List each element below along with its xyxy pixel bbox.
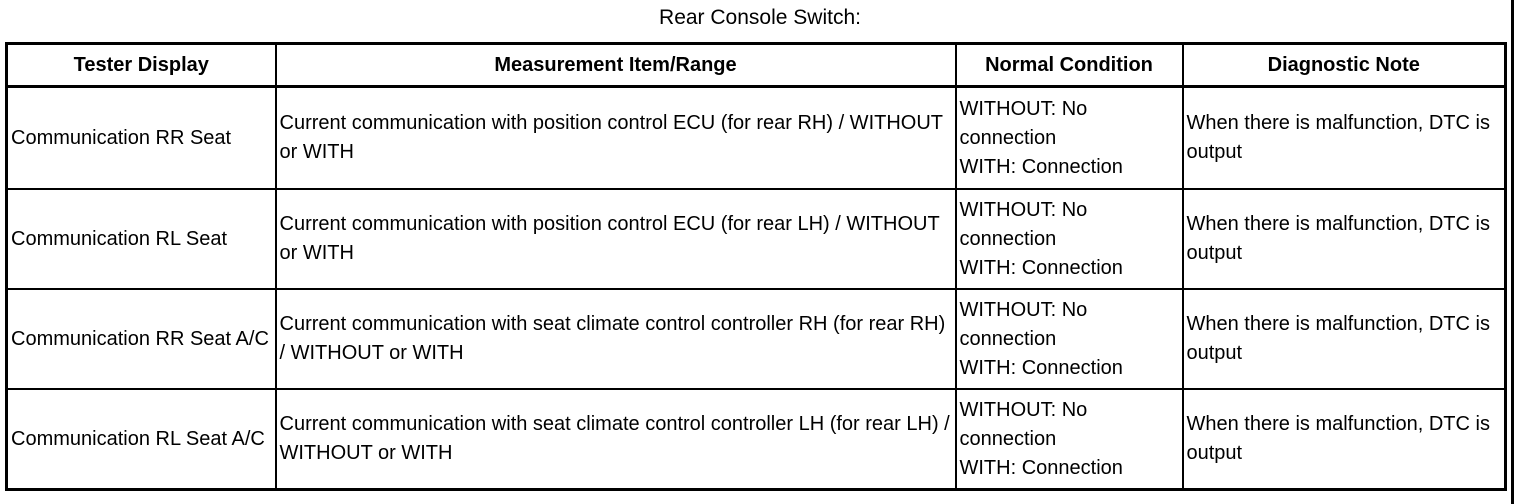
table-row: Communication RR Seat A/C Current commun… bbox=[5, 288, 1507, 390]
cell-normal-condition: WITHOUT: No connection WITH: Connection bbox=[954, 288, 1184, 390]
cell-measurement: Current communication with position cont… bbox=[274, 85, 957, 190]
normal-condition-text: WITHOUT: No connection WITH: Connection bbox=[959, 97, 1123, 178]
cell-normal-condition: WITHOUT: No connection WITH: Connection bbox=[954, 85, 1184, 190]
table-caption: Rear Console Switch: bbox=[659, 6, 861, 29]
cell-tester-display: Communication RL Seat A/C bbox=[5, 388, 277, 491]
column-header-tester-display: Tester Display bbox=[5, 42, 277, 88]
cell-diagnostic-note: When there is malfunction, DTC is output bbox=[1181, 288, 1507, 390]
normal-condition-text: WITHOUT: No connection WITH: Connection bbox=[959, 198, 1123, 279]
table-row: Communication RL Seat Current communicat… bbox=[5, 188, 1507, 290]
cell-tester-display: Communication RL Seat bbox=[5, 188, 277, 290]
page-edge-rule bbox=[1511, 0, 1514, 504]
column-header-normal-condition: Normal Condition bbox=[954, 42, 1184, 88]
cell-diagnostic-note: When there is malfunction, DTC is output bbox=[1181, 388, 1507, 491]
header-row: Tester Display Measurement Item/Range No… bbox=[5, 42, 1507, 88]
cell-tester-display: Communication RR Seat bbox=[5, 85, 277, 190]
column-header-diagnostic-note: Diagnostic Note bbox=[1181, 42, 1507, 88]
cell-normal-condition: WITHOUT: No connection WITH: Connection bbox=[954, 388, 1184, 491]
normal-condition-text: WITHOUT: No connection WITH: Connection bbox=[959, 298, 1123, 379]
table-row: Communication RR Seat Current communicat… bbox=[5, 85, 1507, 190]
cell-measurement: Current communication with position cont… bbox=[274, 188, 957, 290]
cell-tester-display: Communication RR Seat A/C bbox=[5, 288, 277, 390]
cell-measurement: Current communication with seat climate … bbox=[274, 388, 957, 491]
cell-normal-condition: WITHOUT: No connection WITH: Connection bbox=[954, 188, 1184, 290]
table-row: Communication RL Seat A/C Current commun… bbox=[5, 388, 1507, 491]
cell-diagnostic-note: When there is malfunction, DTC is output bbox=[1181, 85, 1507, 190]
data-list-table: Tester Display Measurement Item/Range No… bbox=[5, 42, 1507, 491]
normal-condition-text: WITHOUT: No connection WITH: Connection bbox=[959, 398, 1123, 479]
column-header-measurement-item: Measurement Item/Range bbox=[274, 42, 957, 88]
cell-diagnostic-note: When there is malfunction, DTC is output bbox=[1181, 188, 1507, 290]
cell-measurement: Current communication with seat climate … bbox=[274, 288, 957, 390]
